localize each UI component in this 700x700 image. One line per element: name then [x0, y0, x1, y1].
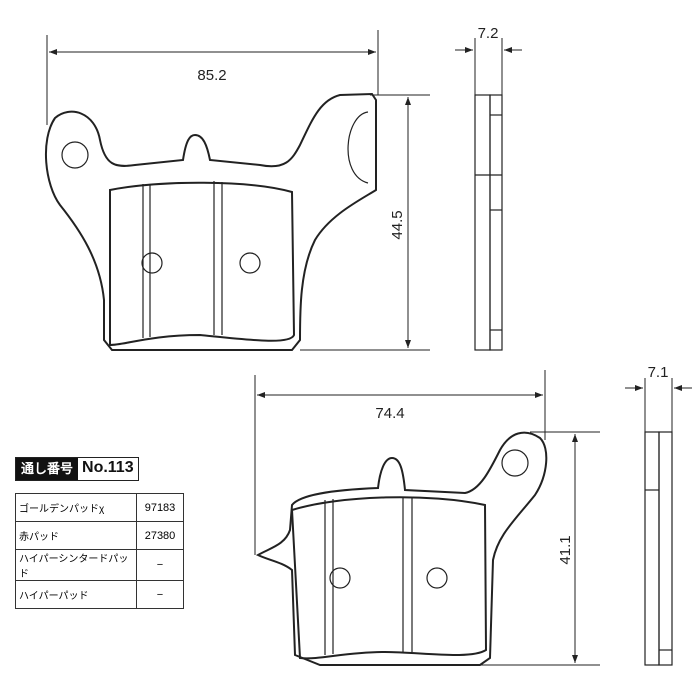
top-pad-side-view: 7.2 — [455, 25, 522, 351]
pad-name: 赤パッド — [15, 521, 137, 550]
serial-number-header: 通し番号 No.113 — [15, 457, 139, 481]
bottom-pad-front-view — [255, 431, 548, 666]
mount-hole — [61, 141, 89, 169]
top-height-label: 44.5 — [389, 210, 406, 239]
top-width-label: 85.2 — [197, 67, 226, 84]
serial-number: No.113 — [78, 458, 138, 480]
top-thickness-label: 7.2 — [478, 25, 499, 42]
bottom-width-label: 74.4 — [375, 405, 404, 422]
bottom-dimensions: 74.4 41.1 — [254, 370, 600, 666]
pad-name: ハイパーパッド — [15, 580, 137, 609]
table-row: ハイパーシンタードパッド− — [15, 549, 184, 581]
pad-name: ゴールデンパッドχ — [15, 493, 137, 522]
pad-code: − — [136, 580, 184, 609]
pad-code: 97183 — [136, 493, 184, 522]
pad-code: 27380 — [136, 521, 184, 550]
bottom-thickness-label: 7.1 — [648, 364, 669, 381]
top-pad-front-view — [44, 92, 377, 351]
serial-label: 通し番号 — [16, 458, 79, 480]
bottom-pad-side-view: 7.1 — [625, 364, 692, 666]
top-dimensions: 85.2 44.5 — [46, 30, 430, 351]
table-row: ハイパーパッド− — [15, 580, 184, 609]
bottom-height-label: 41.1 — [557, 535, 574, 564]
pad-name: ハイパーシンタードパッド — [15, 549, 137, 581]
pad-code: − — [136, 549, 184, 581]
